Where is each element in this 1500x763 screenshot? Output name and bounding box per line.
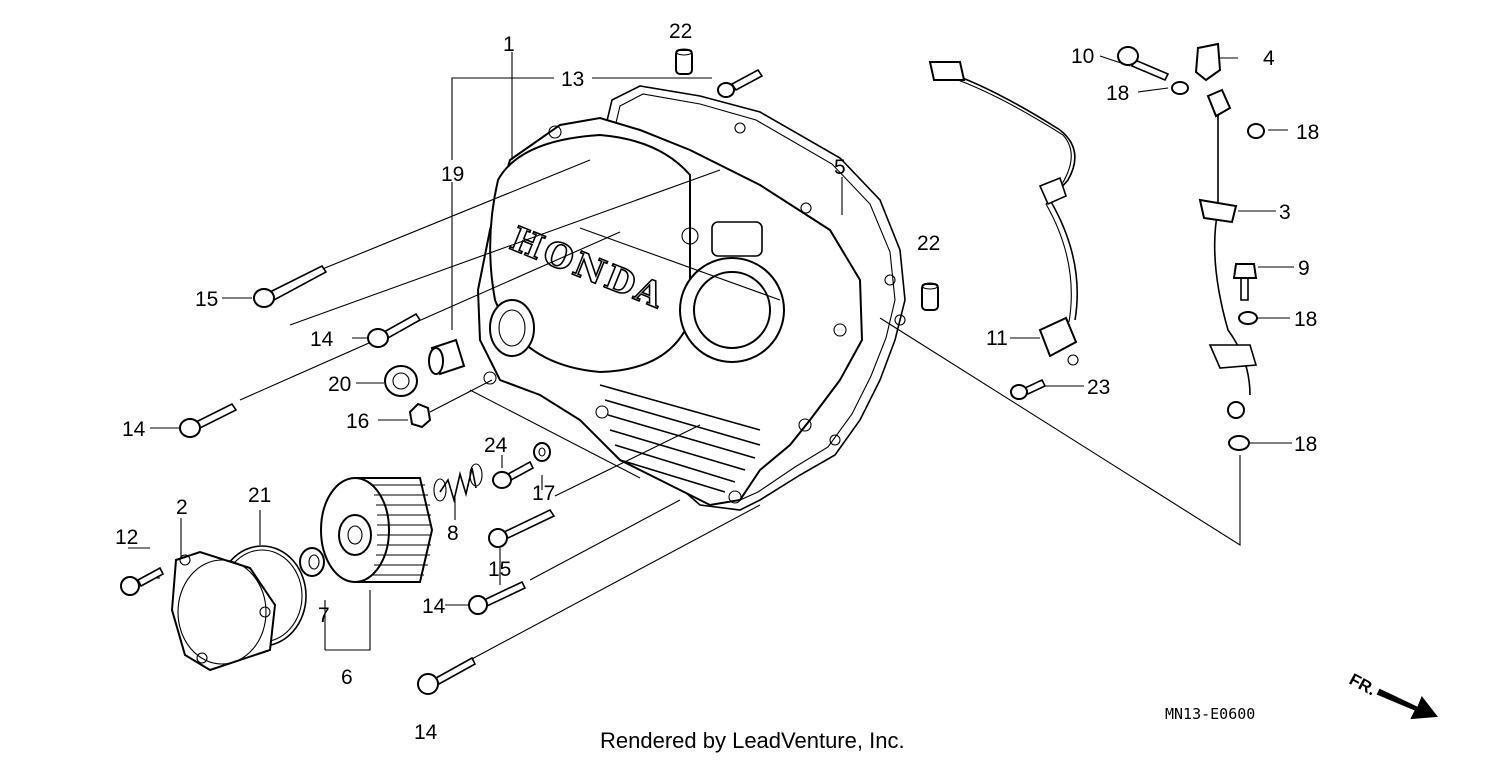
callout-24: 24 [484, 434, 508, 457]
flange-bolt-14-bottom [417, 656, 477, 695]
callout-18-b: 18 [1296, 121, 1319, 144]
callout-16: 16 [346, 410, 369, 433]
needle-bearing-19 [428, 338, 466, 376]
credit-text: Rendered by LeadVenture, Inc. [600, 728, 905, 753]
callout-14-c: 14 [422, 595, 446, 618]
flange-bolt-15-lower [488, 508, 556, 548]
callout-19: 19 [441, 163, 464, 186]
washer-18-d [1228, 435, 1250, 451]
washer-18-c [1238, 311, 1258, 325]
callout-11: 11 [986, 327, 1008, 350]
washer-18-b [1247, 123, 1265, 139]
filter-cover-2 [170, 550, 277, 672]
bolt-13 [717, 68, 764, 98]
callout-17: 17 [532, 482, 555, 505]
callout-14-a: 14 [310, 328, 334, 351]
callout-22-a: 22 [669, 20, 692, 43]
pulse-generator-11 [1038, 316, 1079, 366]
front-direction-indicator: FR. [1346, 670, 1438, 720]
callout-labels: 1 2 3 4 5 6 7 8 9 10 11 12 13 14 14 14 1… [115, 20, 1319, 744]
bolt-12 [120, 566, 165, 596]
callout-20: 20 [328, 373, 351, 396]
callout-18-c: 18 [1294, 308, 1317, 331]
clutch-dome [489, 133, 691, 374]
crankcase-cover: HONDA [476, 116, 864, 507]
nut-16 [408, 402, 432, 429]
callout-22-b: 22 [917, 232, 940, 255]
callout-2: 2 [176, 496, 188, 519]
neutral-switch-wire [1198, 88, 1258, 419]
spring-8 [433, 463, 483, 504]
callout-12: 12 [115, 526, 138, 549]
washer-18-a [1171, 81, 1189, 95]
callout-7: 7 [318, 604, 330, 627]
clamp-4 [1194, 42, 1222, 82]
bolt-10 [1117, 46, 1170, 82]
front-label: FR. [1346, 670, 1379, 700]
flange-bolt-14-mid [468, 580, 527, 615]
callout-18-a: 18 [1106, 82, 1129, 105]
callout-6: 6 [341, 666, 353, 689]
flange-bolt-14-upper [367, 312, 422, 348]
callout-9: 9 [1298, 257, 1310, 280]
callout-5: 5 [834, 156, 846, 179]
flange-bolt-14-left [179, 402, 238, 438]
dowel-pin-22-right [921, 282, 939, 311]
callout-15-b: 15 [488, 558, 511, 581]
callout-14-b: 14 [122, 418, 146, 441]
o-ring-7 [299, 547, 325, 577]
bolt-23 [1010, 378, 1047, 400]
callout-3: 3 [1279, 201, 1291, 224]
callout-10: 10 [1071, 45, 1094, 68]
callout-1: 1 [503, 33, 515, 56]
front-arrow-icon [1376, 688, 1438, 720]
dowel-pin-22-top [675, 48, 693, 75]
leader-lines [128, 52, 1294, 661]
callout-15-a: 15 [195, 288, 218, 311]
callout-21: 21 [248, 484, 271, 507]
flange-bolt-15-upper [253, 264, 328, 308]
cooling-fins [599, 384, 761, 493]
callout-8: 8 [447, 522, 459, 545]
callout-4: 4 [1263, 47, 1275, 70]
callout-14-d: 14 [414, 721, 438, 744]
oil-filter-6 [320, 477, 434, 583]
callout-18-d: 18 [1294, 433, 1317, 456]
oil-seal-20 [384, 365, 418, 397]
washer-17 [533, 442, 551, 462]
callout-13: 13 [561, 68, 584, 91]
pulse-generator-wire [928, 61, 1078, 323]
drawing-code: MN13-E0600 [1165, 705, 1255, 723]
bolt-24 [492, 460, 535, 489]
bolt-9 [1232, 263, 1258, 301]
callout-23: 23 [1087, 376, 1110, 399]
